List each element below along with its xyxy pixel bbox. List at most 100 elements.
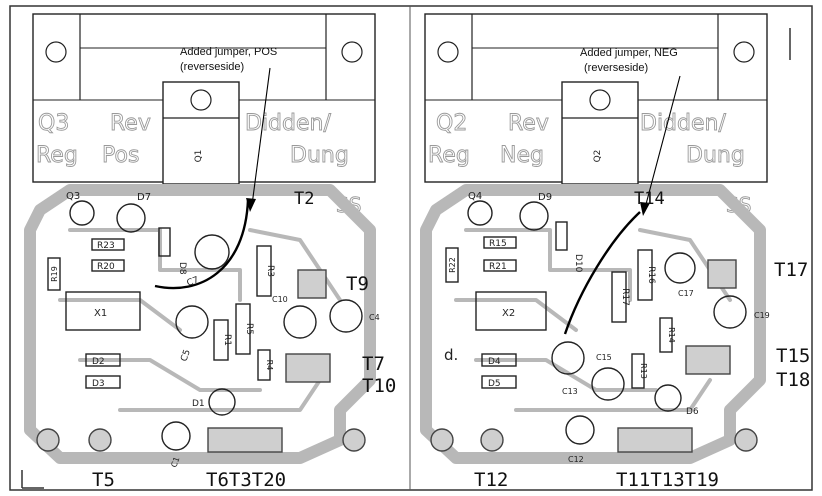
label-c17: C17	[678, 289, 694, 298]
ghost-text: Didden/	[640, 111, 726, 136]
transistor-q4	[467, 200, 493, 226]
capacitor-c12	[565, 415, 595, 445]
board-trace-outline	[420, 184, 766, 464]
diode-d1	[208, 388, 236, 416]
label-c4: C4	[369, 313, 380, 322]
pad-t9	[297, 269, 327, 299]
terminal-t6t3t20: T6T3T20	[206, 469, 286, 491]
label-q3: Q3	[66, 191, 80, 202]
transistor-label: Q2	[593, 150, 603, 163]
diode-d5	[481, 375, 517, 389]
label-d7: D7	[137, 192, 151, 203]
label-r16: R16	[646, 266, 656, 284]
terminal-t18: T18	[776, 369, 810, 391]
resistor-r23	[91, 238, 125, 251]
capacitor-c15	[591, 367, 625, 401]
resistor-r22	[445, 247, 459, 283]
label-d10: D10	[573, 254, 583, 273]
diode-d6	[654, 384, 682, 412]
ghost-text: Dung	[686, 143, 745, 168]
jumper-wire-pos	[154, 199, 250, 290]
ic-x2	[475, 291, 547, 331]
label-d8: D8	[177, 262, 187, 275]
board-trace-outline	[24, 184, 376, 464]
diode-d3	[85, 375, 121, 389]
resistor-r5	[235, 303, 251, 355]
terminal-t10: T10	[362, 375, 396, 397]
ghost-text: Pos	[102, 143, 139, 168]
pad-t11t13t19	[617, 427, 693, 453]
diode-d4	[481, 353, 517, 367]
label-d3: D3	[92, 379, 105, 389]
annotation-pos-line2: (reverseside)	[180, 61, 244, 73]
label-c10: C10	[272, 295, 288, 304]
jumper-wire-neg	[563, 211, 641, 335]
label-d-marker: d.	[444, 346, 458, 364]
left-board: Didden/ Dung Rev Pos Q3 Reg SS Q1 Q3 D7 …	[24, 13, 396, 491]
label-r22: R22	[448, 257, 457, 273]
capacitor-c13	[551, 341, 585, 375]
resistor-r21	[483, 259, 517, 272]
annotation-arrow-pos	[251, 67, 271, 206]
label-q4: Q4	[468, 191, 482, 202]
label-d6: D6	[686, 407, 699, 417]
label-r21: R21	[489, 262, 507, 272]
pad-t-left	[430, 428, 454, 452]
ghost-text: Reg	[36, 143, 78, 168]
label-x2: X2	[502, 308, 515, 319]
label-r1: R1	[222, 334, 232, 346]
transistor-q3	[69, 200, 95, 226]
label-r14: R14	[667, 327, 676, 343]
inner-traces	[454, 228, 732, 412]
label-r3: R3	[265, 265, 275, 277]
resistor-r17	[611, 271, 627, 323]
capacitor-c4	[329, 299, 363, 333]
diode-d10	[555, 221, 568, 251]
resistor-r3	[256, 245, 272, 297]
capacitor-c17	[664, 252, 696, 284]
terminal-t17: T17	[774, 259, 808, 281]
ghost-text: Q3	[38, 111, 69, 136]
pad-t5	[88, 428, 112, 452]
terminal-t9: T9	[346, 273, 369, 295]
terminal-t12: T12	[474, 469, 508, 491]
pad-t-right	[734, 428, 758, 452]
annotation-neg-line1: Added jumper, NEG	[580, 47, 678, 59]
pad-t-left	[36, 428, 60, 452]
label-c12: C12	[568, 455, 584, 464]
ic-x1	[65, 291, 141, 331]
terminal-t5: T5	[92, 469, 115, 491]
pad-t12	[480, 428, 504, 452]
ghost-text: Rev	[110, 111, 151, 136]
label-d1: D1	[192, 399, 205, 409]
transistor-label: Q1	[194, 150, 204, 163]
label-r13: R13	[639, 363, 648, 379]
pad-t-right	[342, 428, 366, 452]
resistor-r15	[483, 236, 517, 249]
capacitor-c19	[713, 295, 747, 329]
label-r4: R4	[265, 360, 274, 371]
heatsink-pos	[32, 13, 376, 185]
annotation-neg-line2: (reverseside)	[584, 62, 648, 74]
resistor-r14	[659, 317, 673, 353]
annotation-arrowhead-pos	[246, 198, 256, 212]
label-c13: C13	[562, 387, 578, 396]
ghost-text: Neg	[500, 143, 544, 168]
terminal-t11t13t19: T11T13T19	[616, 469, 719, 491]
label-c15: C15	[596, 353, 612, 362]
heatsink-neg	[424, 13, 768, 185]
ghost-text: Rev	[508, 111, 549, 136]
label-r20: R20	[97, 262, 115, 272]
label-d5: D5	[488, 379, 501, 389]
ghost-text: Q2	[436, 111, 467, 136]
label-c5: C5	[179, 348, 193, 363]
label-x1: X1	[94, 308, 107, 319]
terminal-t7: T7	[362, 353, 385, 375]
ghost-text: Didden/	[245, 111, 331, 136]
resistor-r4	[257, 349, 271, 381]
pad-t6t3t20	[207, 427, 283, 453]
ghost-text: Dung	[290, 143, 349, 168]
resistor-r1	[213, 319, 229, 361]
label-d2: D2	[92, 357, 105, 367]
